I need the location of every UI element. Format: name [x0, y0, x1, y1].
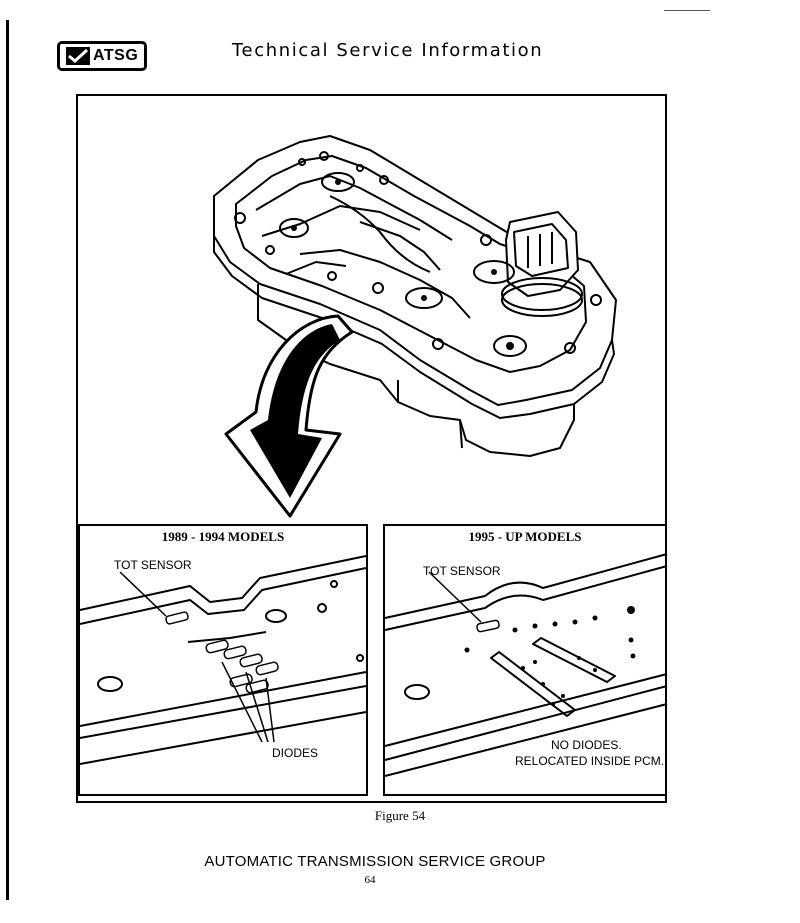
page-number: 64 — [364, 874, 376, 886]
figure-caption: Figure 54 — [374, 808, 426, 823]
callout-tot-sensor: TOT SENSOR — [423, 564, 501, 578]
callout-diodes: DIODES — [272, 746, 319, 760]
page-title: Technical Service Information — [232, 40, 544, 61]
callout-no-diodes: NO DIODES. — [551, 738, 622, 752]
panel-title-1989-1994: 1989 - 1994 MODELS — [161, 529, 285, 544]
atsg-logo: ATSG — [57, 41, 147, 71]
logo-text: ATSG — [93, 47, 139, 64]
figure-frame — [76, 94, 667, 803]
top-corner-rule — [664, 10, 710, 11]
footer-organization: AUTOMATIC TRANSMISSION SERVICE GROUP — [204, 853, 546, 870]
panel-title-1995-up: 1995 - UP MODELS — [468, 529, 582, 544]
page-edge-rule — [6, 20, 9, 900]
callout-relocated: RELOCATED INSIDE PCM. — [515, 754, 665, 768]
panel-1995-up-drawing — [384, 553, 668, 777]
checkmark-icon — [66, 47, 90, 65]
panel-1989-1994: 1989 - 1994 MODELS — [78, 524, 368, 796]
callout-tot-sensor: TOT SENSOR — [114, 558, 192, 572]
panel-1989-1994-drawing — [79, 555, 367, 765]
panel-1995-up: 1995 - UP MODELS — [383, 524, 668, 796]
